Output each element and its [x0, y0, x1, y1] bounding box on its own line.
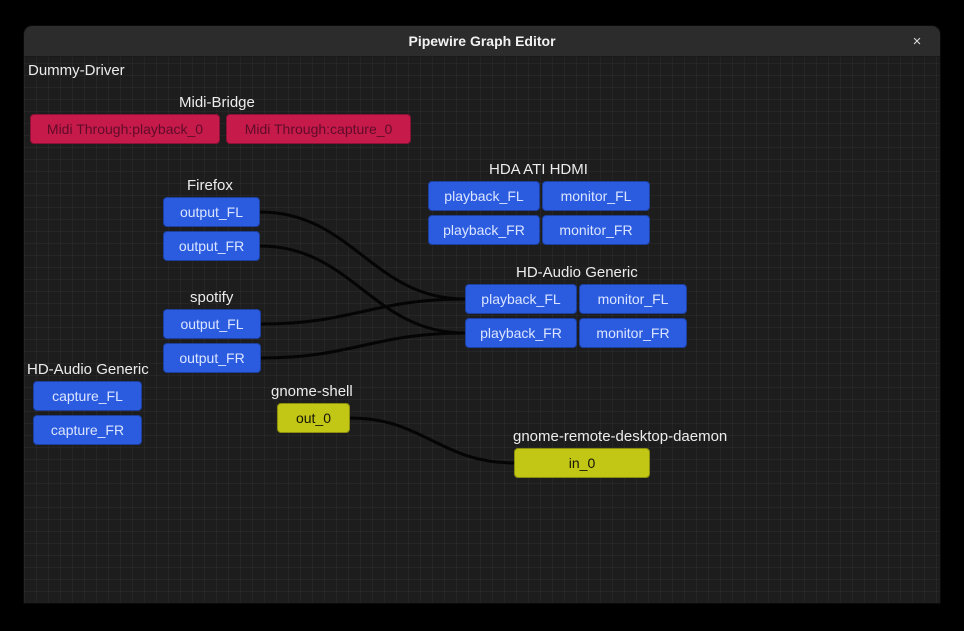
link-gnome-shell-out_0--gnome-remote-desktop-daemon-in_0	[348, 416, 516, 465]
window-title: Pipewire Graph Editor	[408, 33, 556, 49]
port-gnome-remote-desktop-daemon-in_0[interactable]: in_0	[514, 448, 650, 478]
link-spotify-output_FL--hd-audio-generic-sink-playback_FL	[259, 297, 467, 326]
titlebar[interactable]: Pipewire Graph Editor ×	[24, 26, 940, 57]
port-midi-bridge-Midi Through:capture_0[interactable]: Midi Through:capture_0	[226, 114, 411, 144]
port-hd-audio-generic-source-capture_FL[interactable]: capture_FL	[33, 381, 142, 411]
port-hd-audio-generic-sink-playback_FL[interactable]: playback_FL	[465, 284, 577, 314]
port-hd-audio-generic-sink-playback_FR[interactable]: playback_FR	[465, 318, 577, 348]
node-label-hd-audio-generic-source[interactable]: HD-Audio Generic	[27, 361, 149, 378]
node-label-gnome-shell[interactable]: gnome-shell	[271, 383, 353, 400]
port-hda-ati-hdmi-playback_FR[interactable]: playback_FR	[428, 215, 540, 245]
port-firefox-output_FL[interactable]: output_FL	[163, 197, 260, 227]
port-hda-ati-hdmi-playback_FL[interactable]: playback_FL	[428, 181, 540, 211]
node-label-hda-ati-hdmi[interactable]: HDA ATI HDMI	[489, 161, 588, 178]
node-label-midi-bridge[interactable]: Midi-Bridge	[179, 94, 255, 111]
close-button[interactable]: ×	[904, 26, 930, 56]
port-gnome-shell-out_0[interactable]: out_0	[277, 403, 350, 433]
port-hd-audio-generic-source-capture_FR[interactable]: capture_FR	[33, 415, 142, 445]
link-spotify-output_FR--hd-audio-generic-sink-playback_FR	[259, 331, 467, 360]
node-label-firefox[interactable]: Firefox	[187, 177, 233, 194]
port-midi-bridge-Midi Through:playback_0[interactable]: Midi Through:playback_0	[30, 114, 220, 144]
port-firefox-output_FR[interactable]: output_FR	[163, 231, 260, 261]
node-label-gnome-remote-desktop-daemon[interactable]: gnome-remote-desktop-daemon	[513, 428, 728, 445]
port-spotify-output_FR[interactable]: output_FR	[163, 343, 261, 373]
node-label-dummy-driver[interactable]: Dummy-Driver	[28, 62, 125, 79]
port-hda-ati-hdmi-monitor_FL[interactable]: monitor_FL	[542, 181, 650, 211]
port-hd-audio-generic-sink-monitor_FL[interactable]: monitor_FL	[579, 284, 687, 314]
node-label-hd-audio-generic-sink[interactable]: HD-Audio Generic	[516, 264, 638, 281]
port-spotify-output_FL[interactable]: output_FL	[163, 309, 261, 339]
link-firefox-output_FR--hd-audio-generic-sink-playback_FR	[258, 244, 467, 335]
port-hd-audio-generic-sink-monitor_FR[interactable]: monitor_FR	[579, 318, 687, 348]
node-label-spotify[interactable]: spotify	[190, 289, 234, 306]
port-hda-ati-hdmi-monitor_FR[interactable]: monitor_FR	[542, 215, 650, 245]
